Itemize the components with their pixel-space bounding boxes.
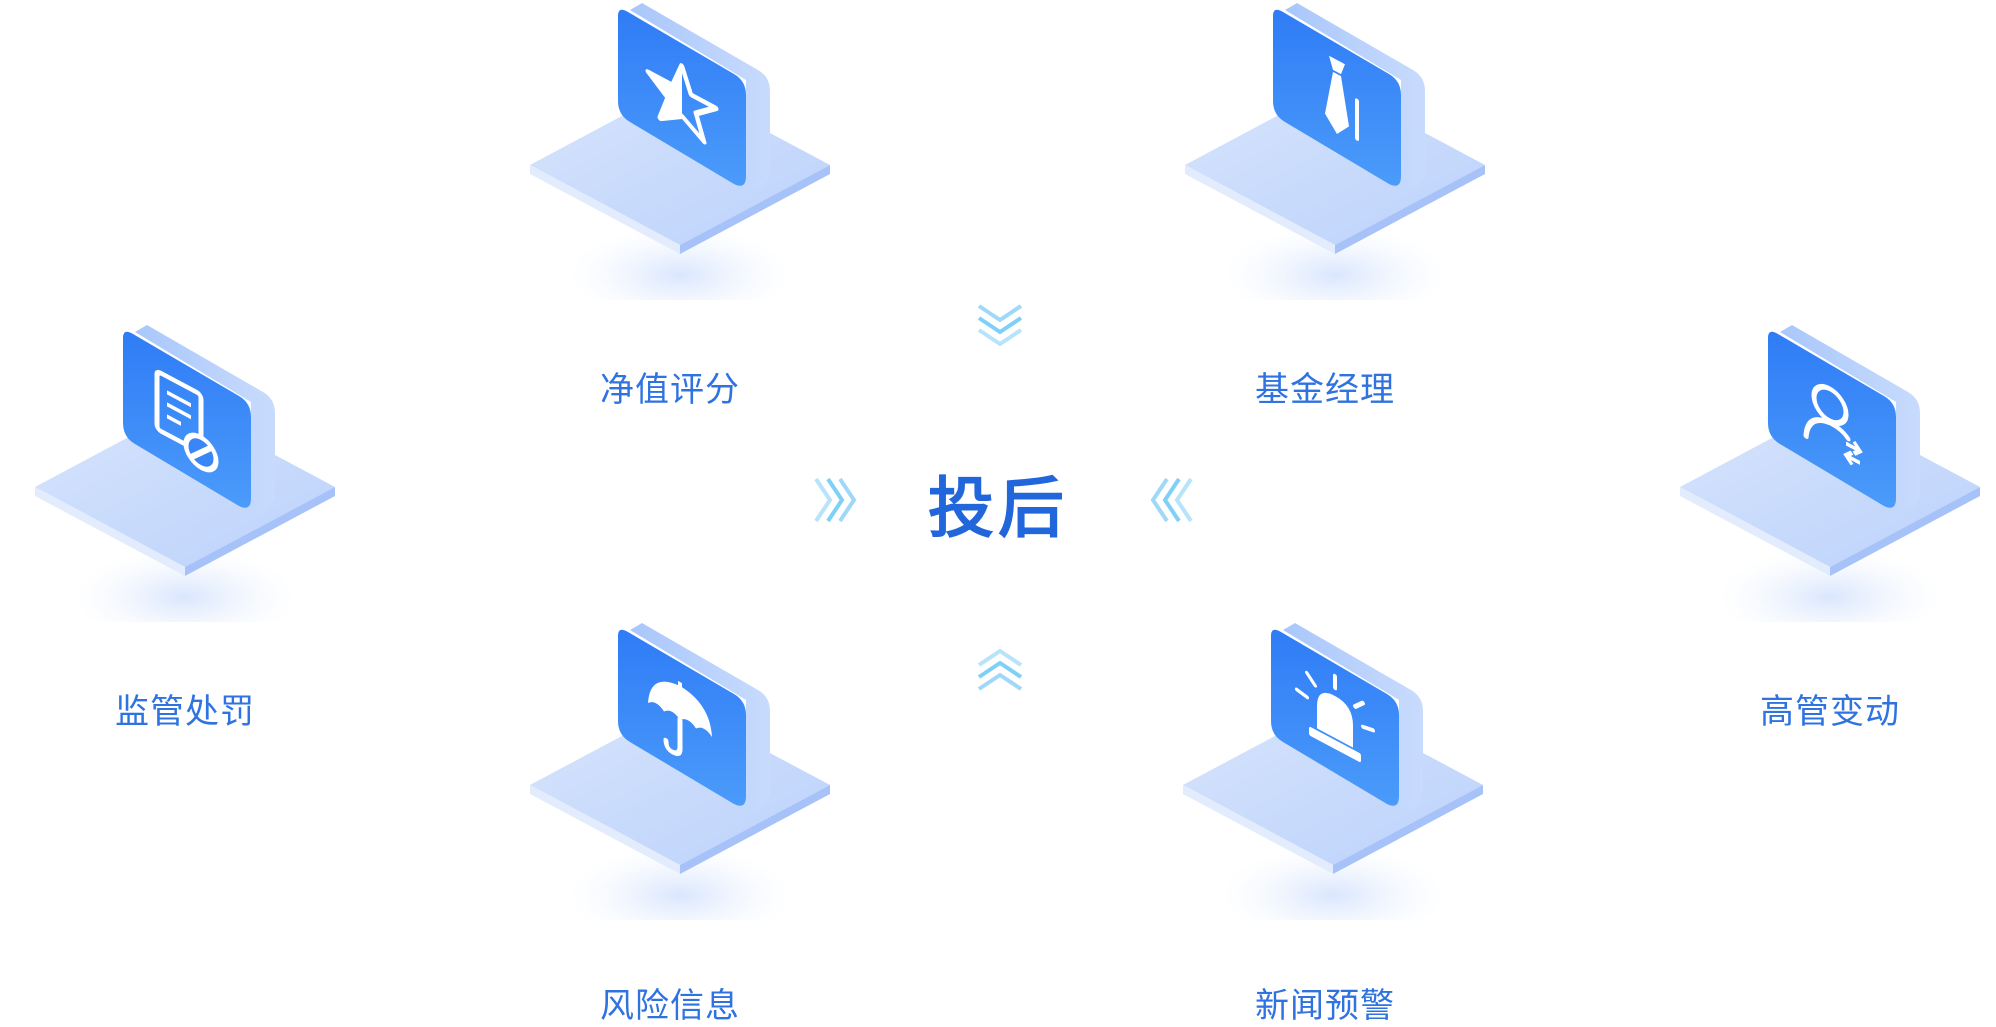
node-regulatory (35, 322, 335, 622)
node-label-risk: 风险信息 (600, 986, 740, 1026)
alarm-icon (1295, 670, 1375, 763)
node-fund-manager (1185, 0, 1485, 300)
node-label-fund-manager: 基金经理 (1255, 370, 1395, 410)
tie-icon (1325, 55, 1359, 141)
node-label-news: 新闻预警 (1255, 986, 1395, 1026)
node-executive (1680, 322, 1980, 622)
node-net-value (530, 0, 830, 300)
node-label-net-value: 净值评分 (600, 370, 740, 410)
chevron-right-icon (814, 477, 857, 523)
document-ban-icon (154, 369, 219, 473)
chevron-left-icon (1150, 477, 1193, 523)
chevron-up-icon (977, 648, 1023, 691)
node-label-executive: 高管变动 (1760, 692, 1900, 732)
center-title: 投后 (928, 470, 1068, 547)
node-risk (530, 620, 830, 920)
chevron-down-icon (977, 304, 1023, 347)
node-news (1183, 620, 1483, 920)
star-icon (645, 63, 719, 145)
node-label-regulatory: 监管处罚 (115, 692, 255, 732)
user-change-icon (1803, 383, 1863, 466)
umbrella-icon (648, 680, 712, 757)
